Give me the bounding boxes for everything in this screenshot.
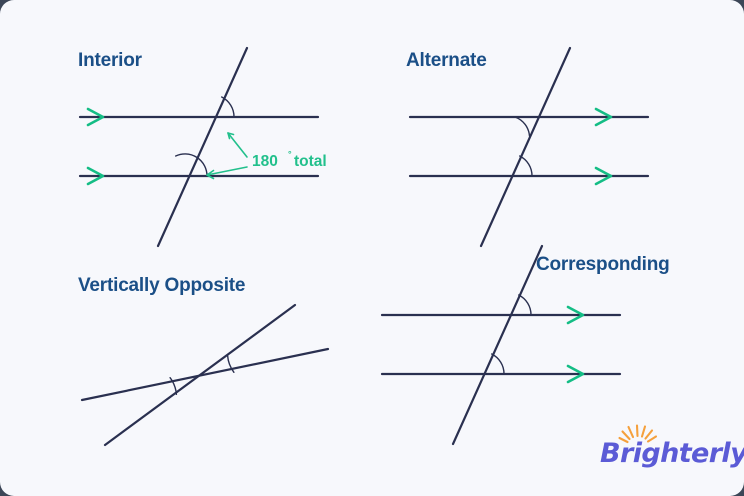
annotation-value-180: 180: [252, 153, 278, 170]
interior-transversal-line: [156, 46, 249, 248]
panel-alternate: Alternate: [406, 46, 650, 248]
panel-title-alternate: Alternate: [406, 50, 487, 71]
parallel-marker-icon: [594, 107, 613, 127]
alternate-angle-arc-lower: [519, 155, 533, 177]
corresponding-angle-arc-lower: [491, 353, 505, 375]
panel-interior: Interior 180 ° total: [78, 46, 327, 248]
alternate-transversal-line: [479, 46, 572, 248]
vertically-opposite-line-steep: [103, 303, 297, 447]
annotation-arrowhead-lower: [206, 169, 215, 180]
parallel-marker-icon: [566, 364, 585, 384]
parallel-marker-icon: [566, 305, 585, 325]
parallel-marker-icon: [594, 166, 613, 186]
panel-vertically-opposite: Vertically Opposite: [78, 275, 330, 447]
panel-title-corresponding: Corresponding: [536, 254, 670, 275]
annotation-suffix-total: total: [294, 153, 327, 170]
annotation-arrowhead-upper: [227, 132, 235, 140]
annotation-degree-symbol: °: [288, 149, 292, 159]
corresponding-angle-arc-upper: [518, 294, 532, 316]
vertically-opposite-arc-left: [169, 377, 178, 395]
interior-angle-arc-lower: [175, 153, 208, 177]
brighterly-logo[interactable]: Brighterly: [600, 424, 744, 470]
sunburst-icon: [618, 424, 658, 444]
parallel-marker-icon: [86, 166, 105, 186]
panel-title-vertically-opposite: Vertically Opposite: [78, 275, 245, 296]
interior-angle-arc-upper: [221, 96, 235, 118]
alternate-angle-arc-upper: [514, 116, 531, 137]
corresponding-transversal-line: [451, 244, 544, 446]
parallel-marker-icon: [86, 107, 105, 127]
vertically-opposite-arc-right: [226, 355, 235, 373]
vertically-opposite-line-shallow: [80, 347, 330, 402]
panel-title-interior: Interior: [78, 50, 143, 71]
annotation-arrow-lower: [206, 166, 248, 176]
logo-wordmark: Brighterly: [600, 438, 744, 469]
panel-corresponding: Corresponding: [380, 244, 670, 446]
annotation-arrow-upper: [227, 132, 248, 158]
